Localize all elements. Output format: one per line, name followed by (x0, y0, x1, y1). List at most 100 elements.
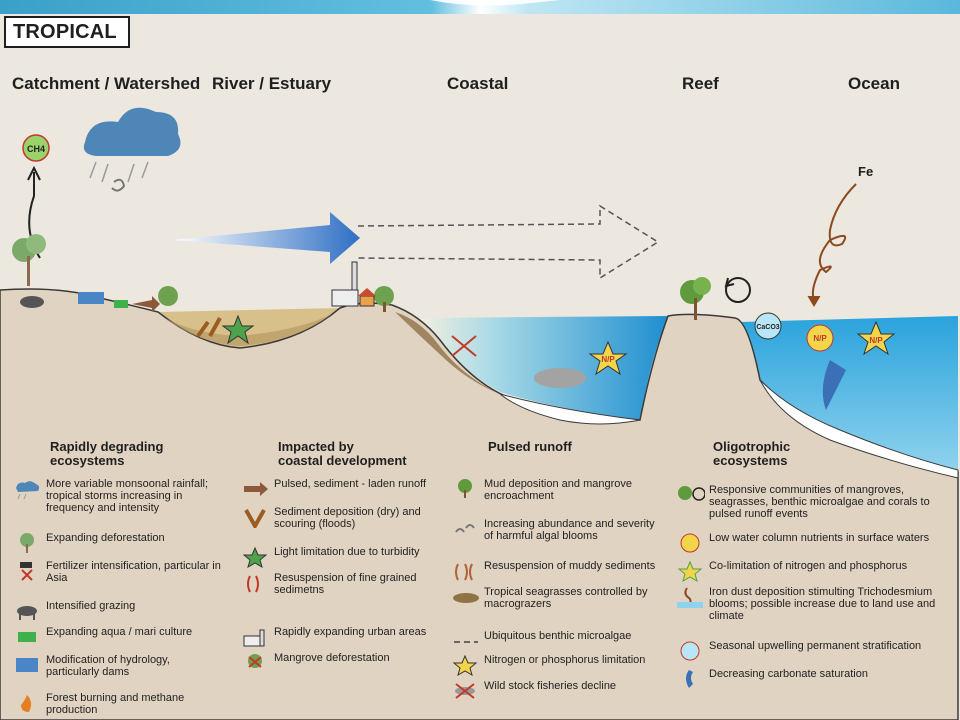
legend-item-text: Decreasing carbonate saturation (709, 668, 868, 680)
title-box: TROPICAL (4, 16, 130, 48)
urban-icon (243, 629, 265, 647)
legend-item: Tropical seagrasses controlled by macrog… (450, 586, 665, 610)
svg-text:CaCO3: CaCO3 (756, 324, 779, 331)
legend-item-text: Light limitation due to turbidity (274, 546, 420, 558)
legend-item-text: Responsive communities of mangroves, sea… (709, 484, 930, 520)
scene-buildings (331, 261, 376, 307)
legend-item-text: Expanding deforestation (46, 532, 165, 544)
dashed-arrow (357, 204, 660, 280)
legend-item-text: Forest burning and methane production (46, 692, 185, 716)
legend-item-text: Rapidly expanding urban areas (274, 626, 427, 638)
cloud-storm-icon (16, 481, 40, 500)
zone-catchment: Catchment / Watershed (12, 74, 201, 93)
resuspension-icon (247, 575, 259, 593)
np-star-green-icon (677, 560, 703, 582)
coastal-water (420, 316, 668, 420)
legend-item: Resuspension of fine grained sedimetns (240, 572, 435, 596)
legend-heading-line: ecosystems (50, 453, 125, 468)
tree-icon (20, 533, 34, 553)
legend-item-text: Expanding aqua / mari culture (46, 626, 193, 638)
brown-arrow-icon (244, 482, 268, 496)
legend-item: Increasing abundance and severity of har… (450, 518, 665, 542)
v-arrow-icon (244, 509, 266, 528)
legend-item: Forest burning and methane production (12, 692, 222, 716)
legend-item-text: More variable monsoonal rainfall; tropic… (46, 478, 209, 514)
legend-item: Responsive communities of mangroves, sea… (675, 484, 945, 520)
legend-item: More variable monsoonal rainfall; tropic… (12, 478, 222, 514)
iron-dust-icon (677, 587, 703, 608)
np-circle-icon (680, 533, 700, 553)
legend-column-heading: Pulsed runoff (488, 440, 572, 454)
algae-bloom-icon (455, 524, 475, 533)
mangrove-cut-icon (248, 654, 262, 668)
fish-crossed-icon (455, 683, 475, 699)
legend-heading-line: ecosystems (713, 453, 788, 468)
zone-river: River / Estuary (212, 74, 332, 93)
upwelling-circle-icon (680, 641, 700, 661)
legend-item-text: Wild stock fisheries decline (484, 680, 617, 692)
legend-item: Modification of hydrology, particularly … (12, 654, 222, 678)
legend-item: Expanding deforestation (12, 532, 222, 554)
legend-item-text: Pulsed, sediment - laden runoff (274, 478, 427, 490)
legend-item-text: Modification of hydrology, particularly … (46, 654, 170, 678)
storm-cloud (83, 107, 181, 156)
legend-item-text: Seasonal upwelling permanent stratificat… (709, 640, 922, 652)
legend-item: Fertilizer intensification, particular i… (12, 560, 222, 584)
mud-resuspension-icon (455, 563, 473, 581)
legend-heading-line: Pulsed runoff (488, 439, 572, 454)
legend-item: Low water column nutrients in surface wa… (675, 532, 945, 554)
legend-item-text: Intensified grazing (46, 600, 136, 612)
legend-item: Sediment deposition (dry) and scouring (… (240, 506, 435, 530)
legend-item-text: Nitrogen or phosphorus limitation (484, 654, 646, 666)
legend-item: Wild stock fisheries decline (450, 680, 665, 702)
legend-item-text: Fertilizer intensification, particular i… (46, 560, 221, 584)
blue-arrow-icon (686, 670, 693, 688)
legend-item-text: Resuspension of fine grained sedimetns (274, 572, 417, 596)
svg-text:N/P: N/P (869, 336, 883, 345)
microalgae-icon (454, 641, 478, 643)
legend-item-text: Increasing abundance and severity of har… (484, 518, 655, 542)
legend-item: Intensified grazing (12, 600, 222, 622)
legend-heading-line: Rapidly degrading (50, 439, 164, 454)
zone-coastal: Coastal (447, 74, 509, 93)
reef-community-icon (678, 486, 705, 501)
aquaculture-icon (18, 632, 36, 642)
legend-item: Expanding aqua / mari culture (12, 626, 222, 648)
legend-item: Nitrogen or phosphorus limitation (450, 654, 665, 676)
legend-item-text: Sediment deposition (dry) and scouring (… (274, 506, 421, 530)
legend-heading-line: Oligotrophic (713, 439, 791, 454)
legend-item-text: Tropical seagrasses controlled by macrog… (484, 586, 648, 610)
legend-heading-line: coastal development (278, 453, 407, 468)
legend-item: Mud deposition and mangrove encroachment (450, 478, 665, 502)
ch4-bubble (22, 134, 50, 162)
legend-item-text: Mangrove deforestation (274, 652, 390, 664)
np-star-icon (452, 654, 478, 676)
legend-item-text: Co-limitation of nitrogen and phosphorus (709, 560, 908, 572)
legend-item: Seasonal upwelling permanent stratificat… (675, 640, 945, 662)
legend-item-text: Low water column nutrients in surface wa… (709, 532, 930, 544)
legend-item: Mangrove deforestation (240, 652, 435, 674)
legend-item: Decreasing carbonate saturation (675, 668, 945, 690)
top-banner (0, 0, 960, 14)
ch4-label: CH4 (27, 144, 45, 154)
dam-icon (16, 658, 38, 672)
legend-item-text: Iron dust deposition stimulting Trichode… (709, 586, 936, 622)
zone-reef: Reef (682, 74, 719, 93)
legend-item: Co-limitation of nitrogen and phosphorus (675, 560, 945, 582)
light-star-icon (242, 546, 268, 568)
legend-item: Ubiquitous benthic microalgae (450, 630, 665, 652)
fe-label: Fe (858, 164, 874, 179)
zone-ocean: Ocean (848, 74, 900, 93)
cow-icon (17, 606, 37, 620)
legend-item-text: Ubiquitous benthic microalgae (484, 630, 632, 642)
legend-item-text: Mud deposition and mangrove encroachment (484, 478, 632, 502)
legend-item-text: Resuspension of muddy sediments (484, 560, 656, 572)
mangrove-icon (458, 479, 472, 498)
legend-item: Iron dust deposition stimulting Trichode… (675, 586, 945, 622)
scene-trees (12, 234, 711, 320)
legend-heading-line: Impacted by (278, 439, 354, 454)
